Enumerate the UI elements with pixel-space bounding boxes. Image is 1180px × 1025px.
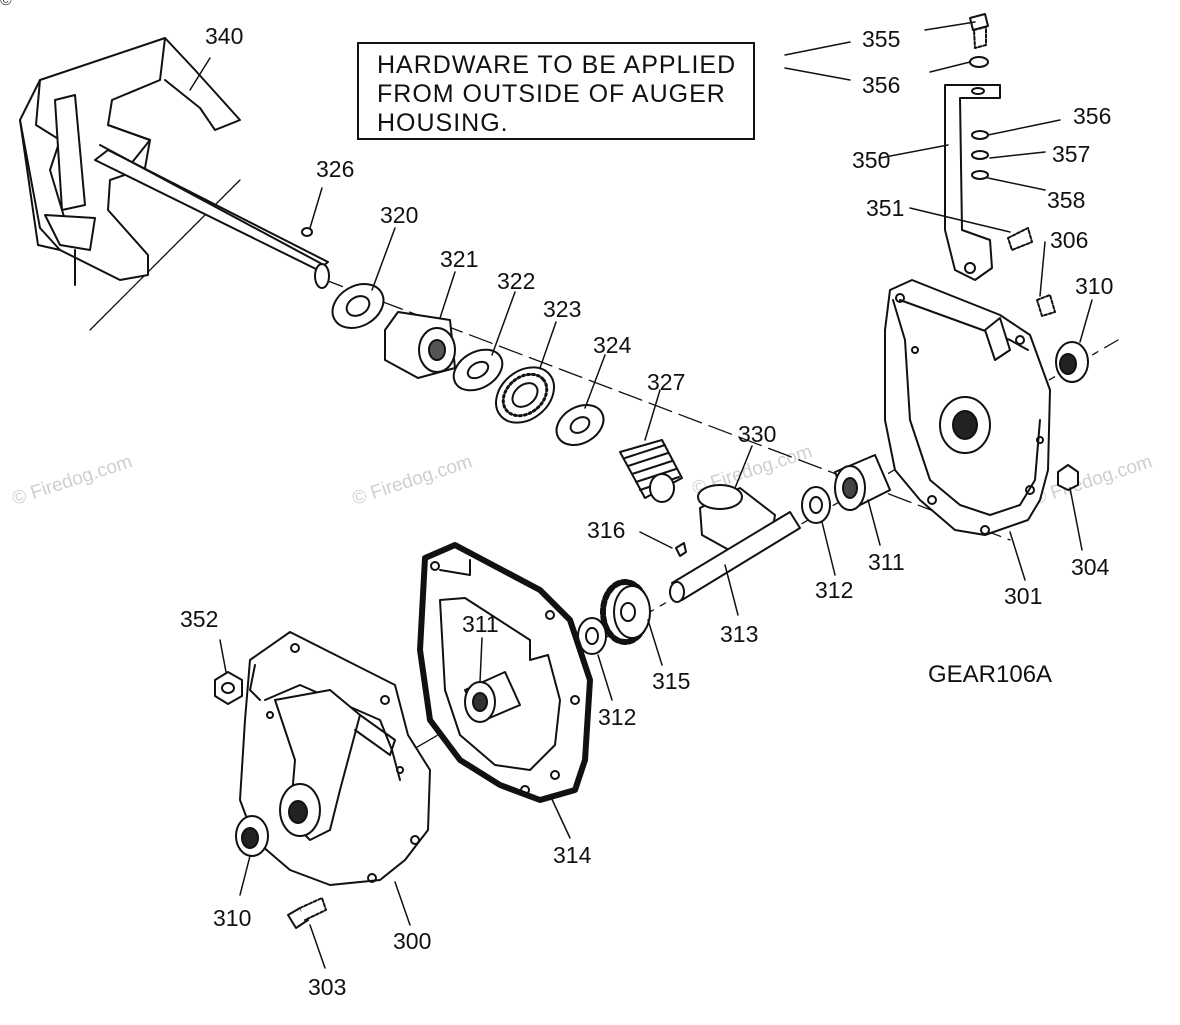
label-303: 303	[308, 974, 347, 1000]
note-line-3: HOUSING.	[377, 109, 509, 137]
label-357: 357	[1052, 141, 1091, 167]
screw-355	[969, 13, 989, 49]
bearing-311-upper	[834, 454, 891, 511]
label-316: 316	[587, 517, 626, 543]
label-324: 324	[593, 332, 632, 358]
bearing-321	[384, 311, 456, 379]
label-312-lower: 312	[598, 704, 637, 730]
hardware-note-box: HARDWARE TO BE APPLIED FROM OUTSIDE OF A…	[357, 42, 755, 140]
label-300: 300	[393, 928, 432, 954]
label-327: 327	[647, 369, 686, 395]
note-line-2: FROM OUTSIDE OF AUGER	[377, 80, 726, 108]
pin-326	[301, 227, 313, 237]
vent-350	[944, 84, 1001, 281]
label-304: 304	[1071, 554, 1110, 580]
label-326: 326	[316, 156, 355, 182]
washer-312-upper	[801, 486, 831, 524]
bearing-310-upper	[1055, 341, 1089, 383]
label-311-upper: 311	[868, 549, 905, 575]
bearing-311-lower	[464, 671, 521, 723]
label-351: 351	[866, 195, 905, 221]
corner-copyright-mark: ©	[0, 0, 12, 9]
key-316	[675, 542, 687, 557]
label-313: 313	[720, 621, 759, 647]
set-screw-306	[1036, 294, 1056, 317]
washer-320	[331, 283, 385, 329]
thrust-bearing-323	[495, 366, 555, 424]
label-356-top: 356	[862, 72, 901, 98]
label-315: 315	[652, 668, 691, 694]
washer-356-top	[969, 56, 989, 68]
label-352: 352	[180, 606, 219, 632]
diagram-code: GEAR106A	[928, 661, 1053, 688]
label-310-lower: 310	[213, 905, 252, 931]
label-301: 301	[1004, 583, 1043, 609]
label-312-upper: 312	[815, 577, 854, 603]
label-306: 306	[1050, 227, 1089, 253]
washer-322	[452, 348, 504, 392]
label-356-right: 356	[1073, 103, 1112, 129]
label-355: 355	[862, 26, 901, 52]
shaft-313	[669, 511, 801, 603]
bearing-310-lower	[235, 815, 269, 857]
washer-324	[555, 404, 605, 446]
nut-352	[214, 671, 243, 705]
housing-301	[884, 279, 1051, 536]
bolt-303	[287, 897, 327, 929]
auger-340	[19, 37, 330, 289]
worm-327	[619, 439, 683, 503]
label-320: 320	[380, 202, 419, 228]
label-323: 323	[543, 296, 582, 322]
note-line-1: HARDWARE TO BE APPLIED	[377, 51, 737, 79]
label-311-lower: 311	[462, 611, 499, 637]
housing-300	[239, 631, 431, 886]
label-310-upper: 310	[1075, 273, 1114, 299]
label-330: 330	[738, 421, 777, 447]
leader-lines	[189, 21, 1093, 969]
label-340: 340	[205, 23, 244, 49]
label-358: 358	[1047, 187, 1086, 213]
label-314: 314	[553, 842, 592, 868]
gear-315	[600, 579, 651, 645]
label-321: 321	[440, 246, 479, 272]
label-350: 350	[852, 147, 891, 173]
screw-351	[1007, 227, 1033, 251]
nut-304	[1057, 464, 1079, 491]
label-322: 322	[497, 268, 536, 294]
